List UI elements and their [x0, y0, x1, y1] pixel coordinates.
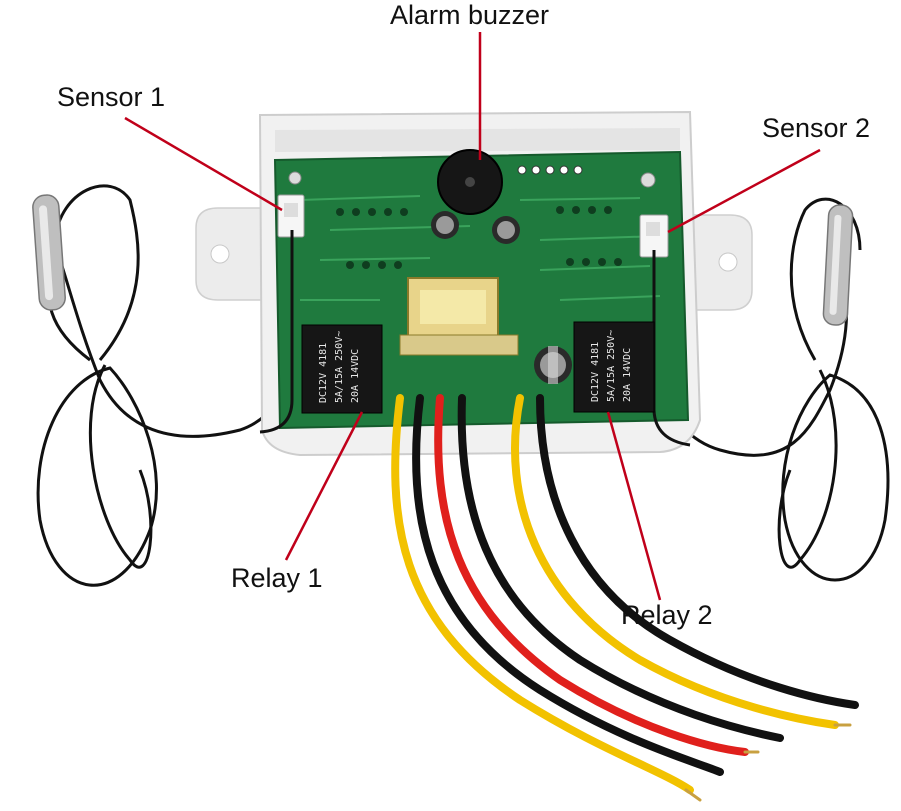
- label-sensor-1: Sensor 1: [57, 82, 166, 112]
- label-relay-2: Relay 2: [621, 600, 713, 630]
- pointer-relay-2: [606, 411, 662, 601]
- callout-pointers: [124, 32, 821, 601]
- relay-2-marking-line3: 20A 14VDC: [622, 348, 633, 402]
- label-alarm-buzzer: Alarm buzzer: [390, 0, 550, 30]
- pointer-sensor-2: [667, 148, 821, 234]
- transformer: [399, 277, 519, 356]
- relay-1: DC12V 4181 5A/15A 250V~ 20A 14VDC: [301, 324, 383, 414]
- alarm-buzzer: [437, 149, 503, 215]
- relay-1-marking-line2: 5A/15A 250V~: [334, 331, 345, 403]
- capacitor-left: [431, 211, 459, 239]
- capacitor-right: [492, 216, 520, 244]
- label-relay-1: Relay 1: [231, 563, 323, 593]
- label-sensor-2: Sensor 2: [762, 113, 871, 143]
- relay-1-marking-line1: DC12V 4181: [318, 343, 329, 403]
- power-wires: [391, 394, 859, 802]
- pointer-relay-1: [284, 411, 364, 561]
- relay-2-marking-line2: 5A/15A 250V~: [606, 330, 617, 402]
- pointer-sensor-1: [124, 116, 283, 212]
- sensor-1-probe: [32, 184, 297, 587]
- capacitor-bottom: [534, 346, 572, 384]
- relay-1-marking-line3: 20A 14VDC: [350, 349, 361, 403]
- relay-2-marking-line1: DC12V 4181: [590, 342, 601, 402]
- sensor-1-connector: [259, 194, 305, 434]
- sensor-2-probe: [645, 197, 890, 582]
- relay-2: DC12V 4181 5A/15A 250V~ 20A 14VDC: [573, 321, 655, 413]
